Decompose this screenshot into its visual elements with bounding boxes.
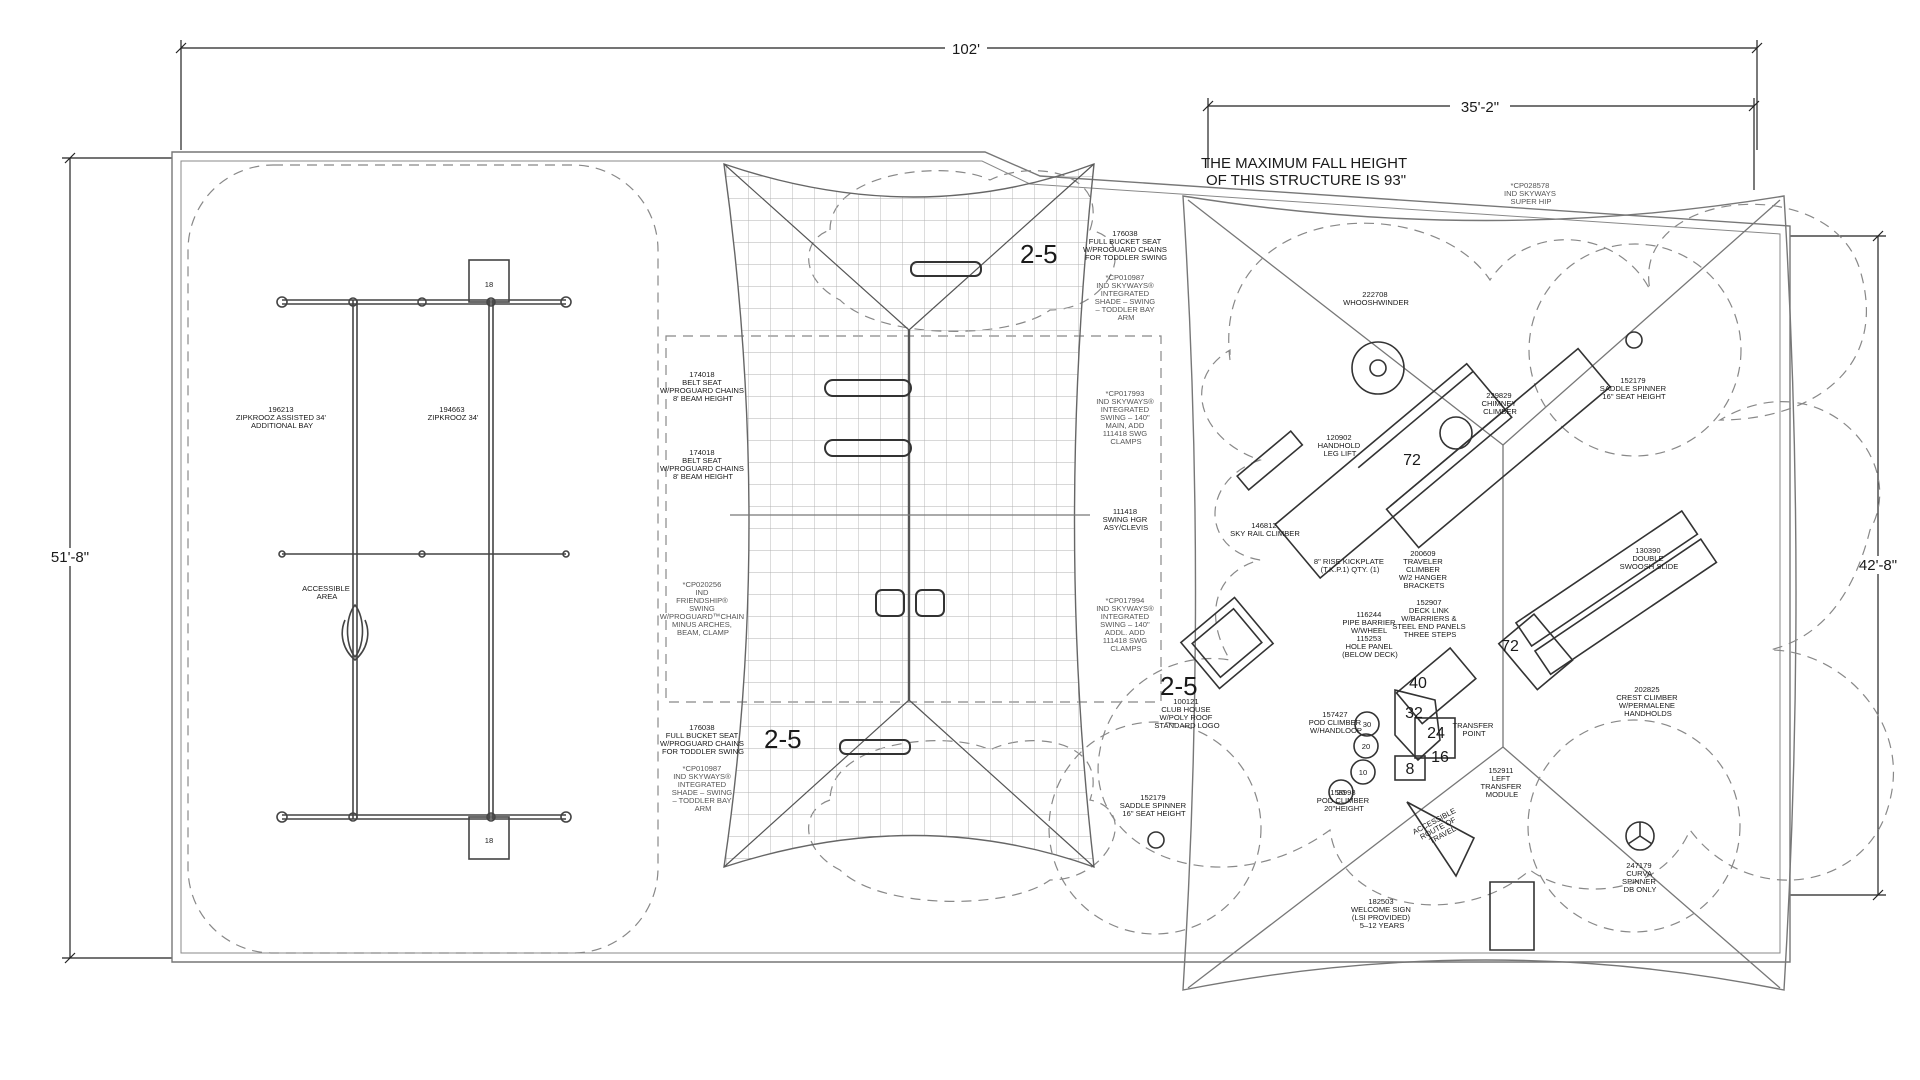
curva-spinner-label: 247179 CURVA SPINNER DB ONLY: [1622, 861, 1658, 894]
crest-climber-label: 202825 CREST CLIMBER W/PERMALENE HANDHOL…: [1616, 685, 1680, 718]
zipkrooz-post-label-bottom: 18: [485, 836, 493, 845]
welcome-sign-label: 182503 WELCOME SIGN (LSI PROVIDED) 5–12 …: [1351, 897, 1413, 930]
zipkrooz-main-label: 194663 ZIPKROOZ 34': [428, 405, 479, 422]
deck-link-label: 152907 DECK LINK W/BARRIERS & STEEL END …: [1392, 598, 1468, 639]
structure-depth-label: 42'-8": [1859, 557, 1897, 574]
play-structure-components: [1147, 331, 1718, 951]
whooshwinder-label: 222708 WHOOSHWINDER: [1343, 290, 1409, 307]
belt-seat-2-label: 174018 BELT SEAT W/PROGUARD CHAINS 8' BE…: [660, 448, 746, 481]
deck-height-8: 8: [1406, 761, 1415, 778]
spinner-use-zones: [1048, 243, 1742, 935]
swing-seats: [824, 261, 982, 755]
structure-use-zone: [1097, 203, 1895, 906]
zipkrooz-additional-bay-label: 196213 ZIPKROOZ ASSISTED 34' ADDITIONAL …: [236, 405, 328, 430]
overall-width-label: 102': [952, 41, 980, 58]
overall-depth-label: 51'-8": [51, 549, 89, 566]
club-house-label: 100121 CLUB HOUSE W/POLY ROOF STANDARD L…: [1154, 697, 1219, 730]
site-boundary-inner: [180, 160, 1781, 954]
pod-height-10: 10: [1359, 768, 1367, 777]
pod-height-20: 20: [1362, 742, 1370, 751]
transfer-point-label: TRANSFER POINT: [1452, 721, 1495, 738]
pod-height-30: 30: [1363, 720, 1371, 729]
pod-climber-label: 158998 POD CLIMBER 20"HEIGHT: [1317, 788, 1371, 813]
structure-zone-label: 2-5: [1160, 671, 1198, 701]
swing-zone-top-label: 2-5: [1020, 239, 1058, 269]
zipkrooz-use-zone: [187, 164, 659, 954]
friendship-swing-label: *CP020256 IND FRIENDSHIP® SWING W/PROGUA…: [660, 580, 747, 637]
structure-width-label: 35'-2": [1461, 99, 1499, 116]
site-boundary-outer: [171, 151, 1791, 963]
swoosh-slide-label: 130390 DOUBLE SWOOSH SLIDE: [1620, 546, 1679, 571]
kickplate-label: 8" RISE KICKPLATE (T.K.P.1) QTY. (1): [1314, 557, 1386, 574]
pod-climber-handloop-label: 157427 POD CLIMBER W/HANDLOOP: [1309, 710, 1363, 735]
shade-top-label: *CP010987 IND SKYWAYS® INTEGRATED SHADE …: [1095, 273, 1157, 322]
handhold-label: 120902 HANDHOLD LEG LIFT: [1318, 433, 1363, 458]
saddle-spinner-top-label: 152179 SADDLE SPINNER 16" SEAT HEIGHT: [1600, 376, 1668, 401]
deck-height-24: 24: [1427, 725, 1445, 742]
swing-shade-canopy: [723, 162, 1095, 869]
shade-hip-label: *CP028578 IND SKYWAYS SUPER HIP: [1504, 181, 1558, 206]
chimney-climber-label: 229829 CHIMNEY CLIMBER: [1481, 391, 1518, 416]
bucket-seat-top-label: 176038 FULL BUCKET SEAT W/PROGUARD CHAIN…: [1083, 229, 1169, 262]
accessible-route-label: ACCESSIBLE ROUTE OF TRAVEL: [1411, 805, 1467, 850]
deck-height-32: 32: [1405, 705, 1423, 722]
shade-bottom-label: *CP010987 IND SKYWAYS® INTEGRATED SHADE …: [672, 764, 734, 813]
pod-height-20b: 20: [1337, 788, 1345, 797]
left-transfer-label: 152911 LEFT TRANSFER MODULE: [1480, 766, 1523, 799]
integrated-swing-addl-label: *CP017994 IND SKYWAYS® INTEGRATED SWING …: [1096, 596, 1156, 653]
saddle-spinner-bottom-label: 152179 SADDLE SPINNER 16" SEAT HEIGHT: [1120, 793, 1188, 818]
integrated-swing-main-label: *CP017993 IND SKYWAYS® INTEGRATED SWING …: [1096, 389, 1156, 446]
deck-height-72a: 72: [1403, 452, 1421, 469]
bucket-seat-bottom-label: 176038 FULL BUCKET SEAT W/PROGUARD CHAIN…: [660, 723, 746, 756]
swing-hanger-label: 111418 SWING HGR ASY/CLEVIS: [1103, 507, 1150, 532]
structure-shade-cables: [1187, 199, 1781, 989]
swing-zone-bottom-label: 2-5: [764, 724, 802, 754]
structure-shade-canopy: [1182, 195, 1797, 991]
zipkrooz-frame: [276, 259, 572, 860]
deck-height-16: 16: [1431, 749, 1449, 766]
deck-height-72b: 72: [1501, 638, 1519, 655]
belt-seat-1-label: 174018 BELT SEAT W/PROGUARD CHAINS 8' BE…: [660, 370, 746, 403]
traveler-climber-label: 200609 TRAVELER CLIMBER W/2 HANGER BRACK…: [1399, 549, 1449, 590]
deck-height-40: 40: [1409, 675, 1427, 692]
toddler-swing-zone-bottom: [808, 740, 1116, 902]
accessible-area-label: ACCESSIBLE AREA: [302, 584, 352, 601]
zipkrooz-post-label-top: 18: [485, 280, 493, 289]
sky-rail-label: 146812 SKY RAIL CLIMBER: [1230, 521, 1300, 538]
pipe-barrier-label: 116244 PIPE BARRIER W/WHEEL 115253 HOLE …: [1342, 610, 1398, 659]
fall-height-note: THE MAXIMUM FALL HEIGHT OF THIS STRUCTUR…: [1201, 155, 1411, 189]
